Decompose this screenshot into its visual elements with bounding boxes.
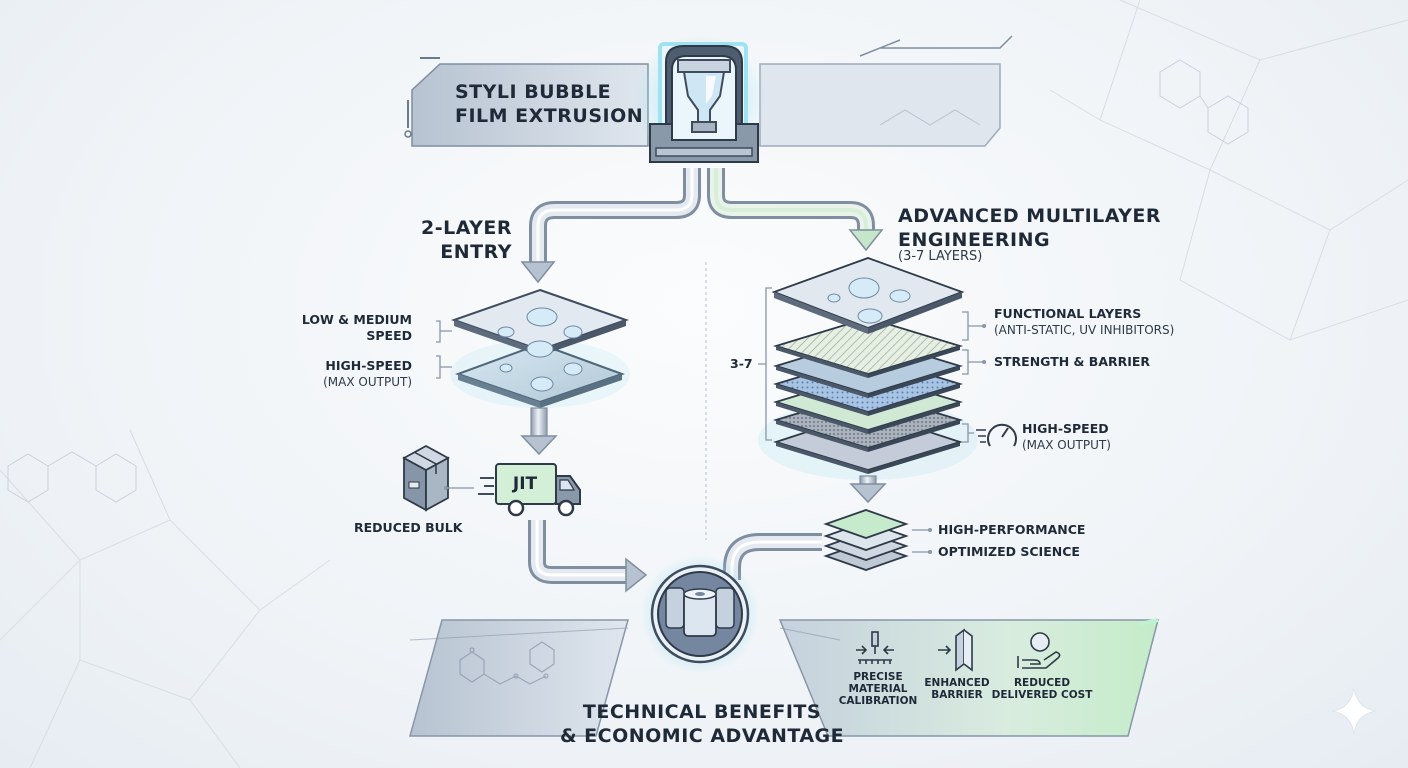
functional-layers-label: FUNCTIONAL LAYERS — [994, 306, 1142, 321]
benefit-barrier-line1: ENHANCED — [924, 677, 990, 689]
right-branch-title-line1: ADVANCED MULTILAYER — [898, 205, 1161, 227]
speed-low-line2: SPEED — [366, 328, 412, 343]
pipe-left-branch — [520, 168, 701, 284]
sparkle-icon — [1331, 687, 1377, 735]
right-high-speed-sub: (MAX OUTPUT) — [1022, 438, 1111, 452]
truck-icon — [478, 463, 581, 517]
speed-low-line1: LOW & MEDIUM — [301, 312, 412, 327]
left-brackets — [436, 320, 452, 379]
footer-title-line2: & ECONOMIC ADVANTAGE — [560, 725, 845, 747]
speed-high-label: HIGH-SPEED — [325, 358, 412, 373]
header-panel-left — [404, 57, 649, 147]
benefit-cost-line2: DELIVERED COST — [991, 689, 1093, 701]
right-branch-title-sub: (3-7 LAYERS) — [898, 249, 983, 264]
barrier-icon — [938, 628, 973, 672]
header-title-line2: FILM EXTRUSION — [455, 105, 644, 127]
benefit-cost-line1: REDUCED — [1013, 677, 1071, 689]
footer-title-line1: TECHNICAL BENEFITS — [582, 701, 822, 723]
benefit-calibration-line2: MATERIAL — [848, 683, 908, 695]
high-performance-label: HIGH-PERFORMANCE — [938, 522, 1086, 537]
benefit-calibration: PRECISE MATERIAL CALIBRATION — [838, 671, 918, 707]
cost-hand-icon — [1017, 632, 1061, 669]
benefit-barrier-line2: BARRIER — [931, 689, 983, 701]
functional-layers-sub: (ANTI-STATIC, UV INHIBITORS) — [994, 323, 1175, 337]
benefit-calibration-line1: PRECISE — [853, 671, 903, 683]
pipe-right-to-roll — [723, 533, 822, 580]
header-title-line1: STYLI BUBBLE — [455, 81, 612, 103]
speed-high-sub: (MAX OUTPUT) — [323, 375, 412, 389]
arrow-down-right — [849, 475, 887, 504]
strength-barrier-label: STRENGTH & BARRIER — [994, 354, 1151, 369]
left-branch-title-line1: 2-LAYER — [421, 217, 512, 239]
header-panel-right — [759, 35, 1013, 147]
gauge-icon — [976, 423, 1017, 447]
calibration-icon — [856, 631, 894, 664]
small-stack-connectors — [912, 529, 930, 553]
jit-label: JIT — [512, 474, 538, 494]
two-layer-stack — [450, 288, 630, 408]
right-branch-title-line2: ENGINEERING — [898, 229, 1051, 251]
right-high-speed-label: HIGH-SPEED — [1022, 421, 1109, 436]
box-icon — [402, 444, 450, 512]
benefit-cost: REDUCED DELIVERED COST — [990, 677, 1094, 701]
reduced-bulk-label: REDUCED BULK — [354, 520, 463, 535]
optimized-stack — [823, 509, 909, 571]
benefit-barrier: ENHANCED BARRIER — [922, 677, 992, 701]
left-branch-title-line2: ENTRY — [440, 241, 512, 263]
pipe-right-branch — [707, 168, 884, 252]
extruder-icon — [634, 34, 766, 166]
film-roll-icon — [640, 554, 760, 674]
multilayer-stack — [758, 257, 978, 480]
optimized-science-label: OPTIMIZED SCIENCE — [938, 544, 1080, 559]
multilayer-brackets — [758, 287, 984, 443]
arrow-down-left — [520, 407, 558, 456]
benefit-calibration-line3: CALIBRATION — [838, 695, 918, 707]
pipe-left-to-roll — [528, 520, 648, 593]
layer-count-label: 3-7 — [730, 356, 753, 371]
footer-panel-left — [409, 619, 629, 737]
